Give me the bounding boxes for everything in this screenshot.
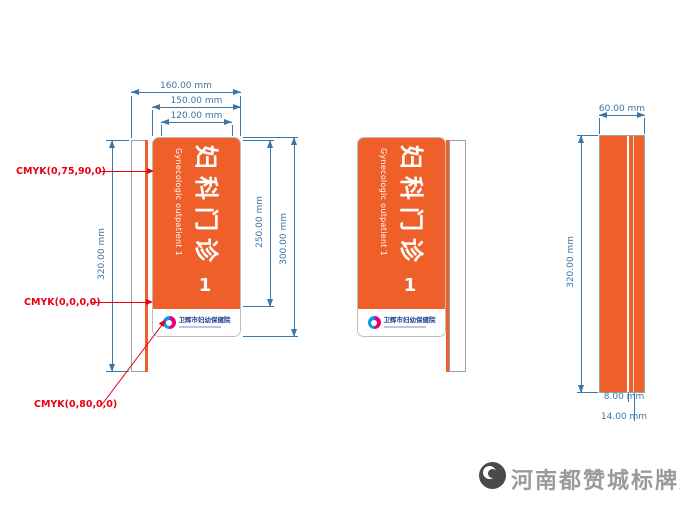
dim-label-width-150: 150.00 mm	[170, 96, 223, 106]
sign-title-en: Gynecologic outpatient 1	[379, 148, 388, 256]
sign-logo-strip: 卫辉市妇幼保健院	[358, 309, 445, 336]
hospital-name-subline	[383, 325, 426, 328]
hospital-name-block: 卫辉市妇幼保健院	[383, 316, 436, 328]
dim-line-width-120	[161, 119, 232, 125]
extension-line	[599, 118, 600, 134]
panel-layer-line	[633, 136, 634, 392]
back-plate-edge-line	[446, 140, 449, 372]
dim-label-height-320-front: 320.00 mm	[97, 228, 107, 280]
sign-panel-second-view: 妇科门诊 Gynecologic outpatient 1 1 卫辉市妇幼保健院	[357, 137, 446, 337]
sign-face-orange: 妇科门诊 Gynecologic outpatient 1 1	[358, 138, 445, 309]
hospital-name: 卫辉市妇幼保健院	[178, 316, 231, 325]
hospital-name-subline	[178, 325, 221, 328]
back-plate-edge-line	[145, 140, 148, 372]
leader-line-thickness-8	[628, 393, 629, 402]
extension-line	[243, 137, 298, 138]
hospital-name-block: 卫辉市妇幼保健院	[178, 316, 231, 328]
sign-title-cn: 妇科门诊	[397, 145, 425, 269]
extension-line	[232, 125, 233, 136]
dim-line-width-160	[131, 89, 241, 95]
dim-line-width-150	[152, 104, 241, 110]
sign-number: 1	[403, 275, 417, 296]
dim-line-height-300	[291, 137, 297, 337]
hospital-logo-icon	[367, 316, 381, 329]
extension-line	[240, 96, 241, 136]
panel-gap-line	[627, 136, 629, 392]
leader-line-white	[92, 299, 153, 305]
dim-line-depth-60	[599, 112, 645, 118]
extension-line	[577, 135, 598, 136]
watermark-text: 河南都赞城标牌厂	[511, 469, 680, 494]
extension-line	[577, 392, 598, 393]
sign-title-en: Gynecologic outpatient 1	[174, 148, 183, 256]
sign-title-cn: 妇科门诊	[192, 145, 220, 269]
dim-label-width-160: 160.00 mm	[160, 81, 212, 91]
dim-label-thickness-14: 14.00 mm	[600, 412, 648, 422]
sign-panel-front-view: 妇科门诊 Gynecologic outpatient 1 1 卫辉市妇幼保健院	[152, 137, 241, 337]
back-plate-second-view	[449, 140, 466, 372]
factory-logo-shade	[488, 469, 497, 478]
extension-line	[243, 140, 274, 141]
sign-number: 1	[198, 275, 212, 296]
dim-line-height-320-front	[109, 140, 115, 372]
hospital-name: 卫辉市妇幼保健院	[383, 316, 436, 325]
cmyk-label-white: CMYK(0,0,0,0)	[24, 297, 101, 308]
dim-label-width-120: 120.00 mm	[170, 111, 223, 121]
dim-label-height-300: 300.00 mm	[279, 213, 289, 265]
cmyk-label-orange: CMYK(0,75,90,0)	[16, 166, 106, 177]
dim-label-height-320-side: 320.00 mm	[566, 236, 576, 288]
side-view-body	[599, 135, 645, 393]
extension-line	[644, 118, 645, 134]
leader-line-orange	[99, 168, 154, 174]
factory-logo-icon	[479, 462, 506, 489]
extension-line	[106, 140, 129, 141]
extension-line	[161, 125, 162, 136]
extension-line	[243, 306, 274, 307]
dim-line-height-250	[267, 140, 273, 307]
cmyk-label-magenta: CMYK(0,80,0,0)	[34, 399, 118, 410]
extension-line	[131, 96, 132, 138]
sign-logo-strip: 卫辉市妇幼保健院	[153, 309, 240, 336]
dim-label-depth-60: 60.00 mm	[598, 104, 646, 114]
sign-face-orange: 妇科门诊 Gynecologic outpatient 1 1	[153, 138, 240, 309]
dim-label-height-250: 250.00 mm	[255, 196, 265, 248]
dim-line-height-320-side	[578, 135, 584, 393]
dim-label-thickness-8: 8.00 mm	[603, 392, 645, 402]
leader-line-thickness-14	[634, 393, 635, 421]
extension-line	[106, 371, 129, 372]
extension-line	[152, 110, 153, 136]
extension-line	[243, 336, 298, 337]
